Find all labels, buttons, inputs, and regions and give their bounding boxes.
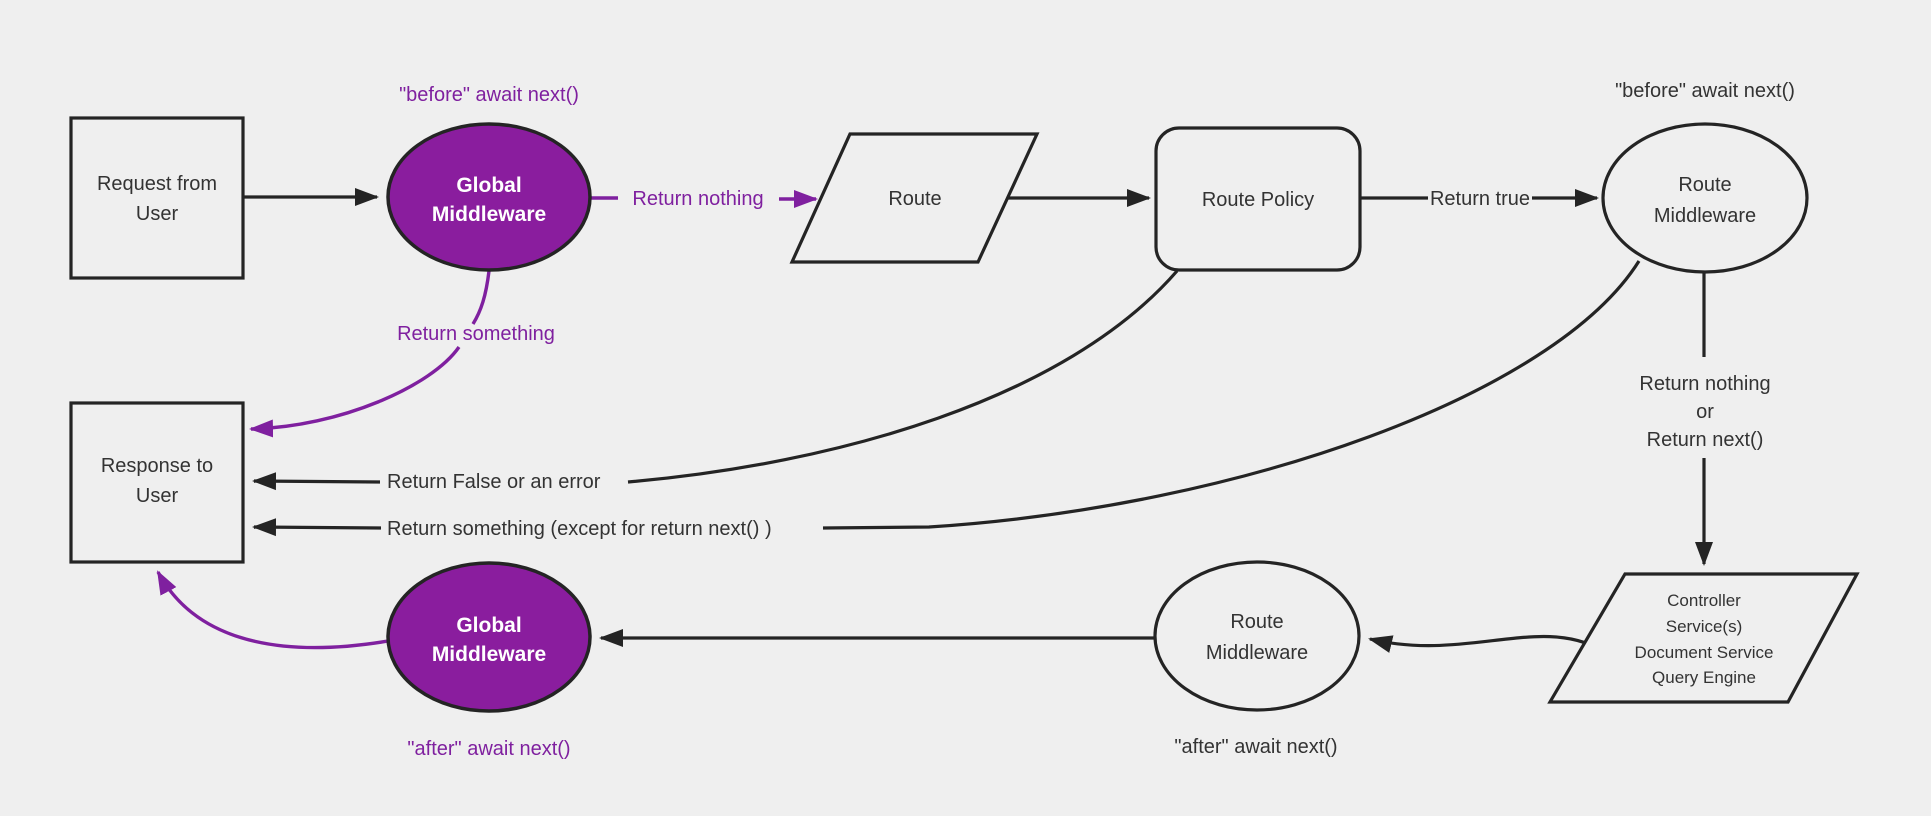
label-after-await-left: "after" await next(): [407, 738, 570, 760]
edge-global-bottom-to-response: [156, 570, 389, 650]
route-middleware-bottom-line2: Middleware: [1206, 642, 1308, 664]
node-route-middleware-bottom: [1153, 560, 1361, 712]
controller-line1: Controller: [1667, 591, 1741, 610]
controller-line3: Document Service: [1635, 643, 1774, 662]
node-route: [789, 132, 1040, 264]
label-return-nothing-or-line3: Return next(): [1647, 429, 1764, 451]
label-return-nothing-or-line2: or: [1696, 401, 1714, 423]
global-middleware-top-line1: Global: [456, 174, 521, 197]
edge-policy-to-response-arrow: [252, 472, 381, 491]
node-global-middleware-top: [386, 122, 592, 272]
node-response-to-user: [69, 401, 245, 564]
node-route-policy: [1154, 126, 1362, 272]
label-before-await-right: "before" await next(): [1615, 80, 1795, 102]
edge-routemw-top-to-response-curve: [822, 260, 1641, 530]
global-middleware-bottom-line2: Middleware: [432, 643, 546, 666]
global-middleware-bottom-line1: Global: [456, 614, 521, 637]
edge-global-top-to-response-upper: [471, 270, 491, 325]
request-label-line1: Request from: [97, 173, 217, 195]
label-after-await-middle: "after" await next(): [1174, 736, 1337, 758]
global-middleware-top-line2: Middleware: [432, 203, 546, 226]
node-route-middleware-top: [1601, 122, 1809, 274]
route-middleware-bottom-line1: Route: [1230, 611, 1283, 633]
node-global-middleware-bottom: [386, 561, 592, 713]
edge-global-top-to-response-arrow: [249, 346, 461, 438]
controller-line2: Service(s): [1666, 617, 1743, 636]
route-middleware-top-line2: Middleware: [1654, 205, 1756, 227]
label-return-true: Return true: [1430, 188, 1530, 210]
response-label-line2: User: [136, 485, 179, 507]
request-label-line2: User: [136, 203, 179, 225]
route-policy-label: Route Policy: [1202, 189, 1314, 211]
route-label: Route: [888, 188, 941, 210]
node-request-from-user: [69, 116, 245, 280]
response-label-line1: Response to: [101, 455, 213, 477]
label-before-await-left: "before" await next(): [399, 84, 579, 106]
edge-policy-to-response-curve: [627, 269, 1179, 484]
label-return-something-except: Return something (except for return next…: [387, 518, 772, 540]
label-return-nothing-or-line1: Return nothing: [1639, 373, 1770, 395]
label-return-nothing: Return nothing: [632, 188, 763, 210]
route-middleware-top-line1: Route: [1678, 174, 1731, 196]
label-return-something: Return something: [397, 323, 555, 345]
label-return-false-or-error: Return False or an error: [387, 471, 601, 493]
node-controller-services: [1547, 572, 1860, 704]
edge-routemw-top-to-response-arrow: [252, 518, 382, 537]
controller-line4: Query Engine: [1652, 668, 1756, 687]
edge-controller-to-routemw-bottom: [1368, 634, 1602, 653]
